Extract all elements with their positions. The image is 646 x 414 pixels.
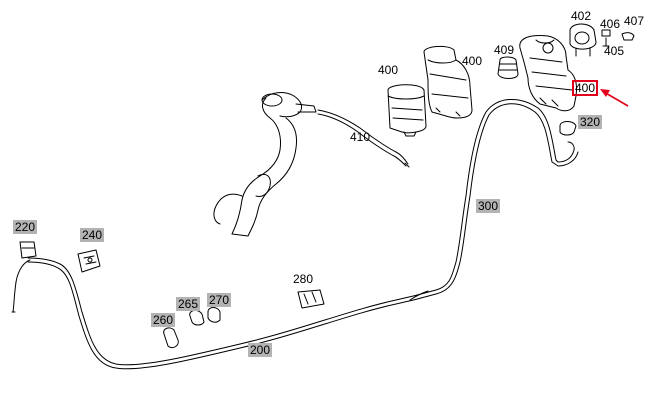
part-409 bbox=[497, 56, 519, 79]
callout-407[interactable]: 407 bbox=[624, 14, 645, 28]
fuel-line-200-300 bbox=[11, 99, 579, 370]
canister-400-middle bbox=[423, 45, 473, 119]
callout-409[interactable]: 409 bbox=[494, 43, 515, 57]
part-220 bbox=[19, 241, 37, 259]
part-240 bbox=[77, 249, 101, 273]
callout-402[interactable]: 402 bbox=[571, 9, 592, 23]
callout-265[interactable]: 265 bbox=[176, 297, 201, 311]
callout-240[interactable]: 240 bbox=[80, 228, 105, 242]
canister-400-left bbox=[387, 84, 427, 137]
line-410 bbox=[317, 109, 410, 168]
callout-220[interactable]: 220 bbox=[13, 220, 38, 234]
callout-400-right[interactable]: 400 bbox=[572, 80, 599, 96]
callout-410[interactable]: 410 bbox=[350, 130, 371, 144]
callout-405[interactable]: 405 bbox=[604, 44, 625, 58]
callout-406[interactable]: 406 bbox=[600, 17, 621, 31]
callout-280[interactable]: 280 bbox=[293, 272, 314, 286]
callout-260[interactable]: 260 bbox=[151, 313, 176, 327]
part-320 bbox=[559, 121, 577, 136]
canister-400-right bbox=[519, 35, 577, 112]
callout-320[interactable]: 320 bbox=[578, 115, 603, 129]
callout-400-left[interactable]: 400 bbox=[378, 63, 399, 77]
filler-neck bbox=[213, 92, 317, 237]
callout-300[interactable]: 300 bbox=[476, 199, 501, 213]
callout-200[interactable]: 200 bbox=[248, 343, 273, 357]
highlight-arrow bbox=[600, 89, 629, 107]
part-280 bbox=[297, 289, 325, 309]
clips-260-265-270 bbox=[163, 307, 221, 349]
callout-400-middle[interactable]: 400 bbox=[462, 54, 483, 68]
callout-270[interactable]: 270 bbox=[207, 293, 232, 307]
part-402 bbox=[569, 23, 597, 57]
parts-405-406-407 bbox=[601, 29, 635, 47]
